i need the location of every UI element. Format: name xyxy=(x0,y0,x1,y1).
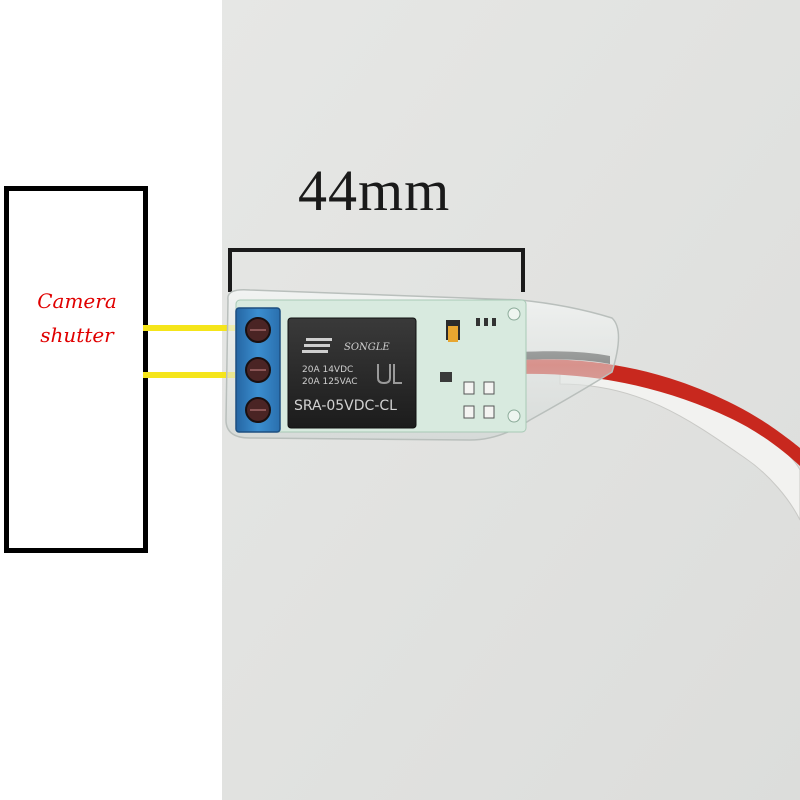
pcb-pad-3 xyxy=(463,405,475,419)
camera-label-line2: shutter xyxy=(40,323,114,347)
relay-rating-2: 20A 125VAC xyxy=(302,377,358,387)
pcb-mount-hole-top xyxy=(507,307,521,321)
relay-rating-1: 20A 14VDC xyxy=(302,365,353,375)
terminal-screw-bottom xyxy=(245,397,271,423)
pcb-pad-2 xyxy=(483,381,495,395)
pcb-mount-hole-bottom xyxy=(507,409,521,423)
relay-logo-icon xyxy=(302,338,332,353)
chip-pins xyxy=(476,318,496,326)
relay-brand: SONGLE xyxy=(344,342,390,353)
terminal-screw-top xyxy=(245,317,271,343)
ul-mark-icon xyxy=(377,364,402,385)
terminal-screw-middle xyxy=(245,357,271,383)
dimension-label: 44mm xyxy=(298,158,451,223)
left-white-panel xyxy=(0,0,222,800)
camera-label-line1: Camera xyxy=(37,289,117,313)
yellow-wire-bottom xyxy=(143,372,235,378)
dimension-bracket xyxy=(228,248,525,292)
relay-model: SRA-05VDC-CL xyxy=(294,398,397,414)
pcb-component-small xyxy=(440,372,452,382)
camera-box-frame xyxy=(4,186,148,553)
yellow-wire-top xyxy=(143,325,235,331)
component-chip xyxy=(448,326,458,342)
camera-shutter-label: Camera shutter xyxy=(10,284,144,352)
pcb-pad-1 xyxy=(463,381,475,395)
pcb-pad-4 xyxy=(483,405,495,419)
